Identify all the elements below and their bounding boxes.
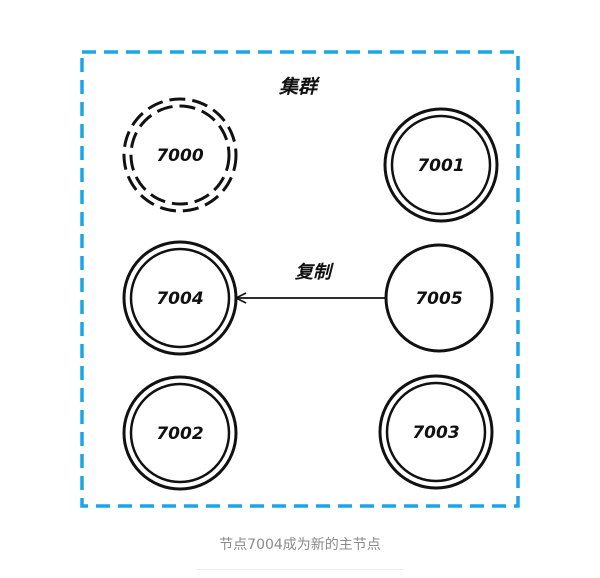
node-7004-inner-ring bbox=[129, 247, 231, 349]
node-7005: 7005 bbox=[384, 243, 494, 353]
node-7002-inner-ring bbox=[129, 382, 231, 484]
node-7001-label: 7001 bbox=[417, 156, 464, 176]
node-7002-label: 7002 bbox=[156, 424, 203, 444]
node-7001-inner-ring bbox=[390, 114, 492, 216]
node-7002: 7002 bbox=[122, 375, 238, 491]
caption-divider bbox=[196, 569, 404, 570]
node-7001: 7001 bbox=[383, 107, 499, 223]
node-7000: 7000 bbox=[122, 97, 238, 213]
node-7002-outer-ring bbox=[122, 375, 238, 491]
node-7004: 7004 bbox=[122, 240, 238, 356]
cluster-boundary bbox=[80, 50, 520, 508]
node-7004-label: 7004 bbox=[156, 289, 203, 309]
node-7003-inner-ring bbox=[385, 381, 487, 483]
cluster-label: 集群 bbox=[278, 76, 321, 98]
node-7003-outer-ring bbox=[378, 374, 494, 490]
node-7005-label: 7005 bbox=[415, 289, 462, 309]
figure-caption: 节点7004成为新的主节点 bbox=[219, 537, 381, 553]
node-7001-outer-ring bbox=[383, 107, 499, 223]
node-7003-label: 7003 bbox=[412, 423, 459, 443]
node-7000-label: 7000 bbox=[156, 146, 203, 166]
cluster-diagram: 集群 7000 7001 7004 7005 复制 7002 7003 bbox=[80, 50, 520, 508]
node-7000-outer-ring bbox=[122, 97, 238, 213]
node-7000-inner-ring bbox=[129, 104, 231, 206]
node-7003: 7003 bbox=[378, 374, 494, 490]
replication-label: 复制 bbox=[295, 262, 334, 283]
